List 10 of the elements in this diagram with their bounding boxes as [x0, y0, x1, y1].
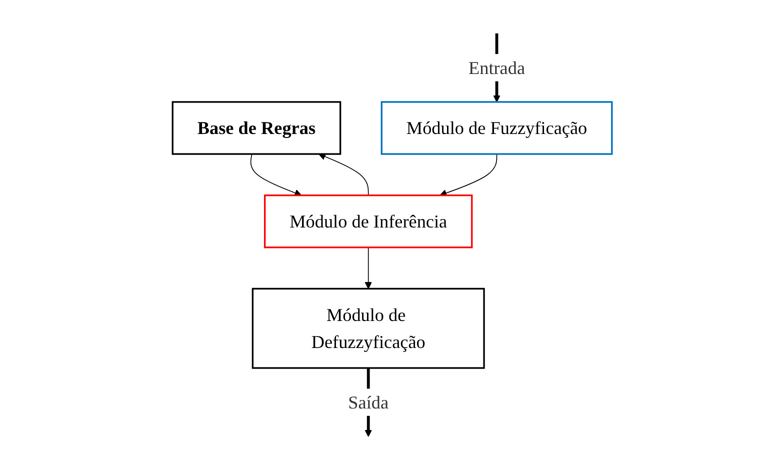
- edge-label: Entrada: [468, 57, 525, 78]
- arrow: [318, 153, 368, 196]
- node-box: Módulo de Defuzzyficação: [252, 288, 485, 369]
- edge-label: Saída: [348, 392, 388, 413]
- node-box: Base de Regras: [172, 101, 341, 155]
- node-box: Módulo de Inferência: [264, 194, 472, 248]
- node-box: Módulo de Fuzzyficação: [380, 101, 612, 155]
- arrow: [250, 154, 302, 196]
- arrow: [439, 154, 497, 196]
- arrow: [364, 246, 372, 290]
